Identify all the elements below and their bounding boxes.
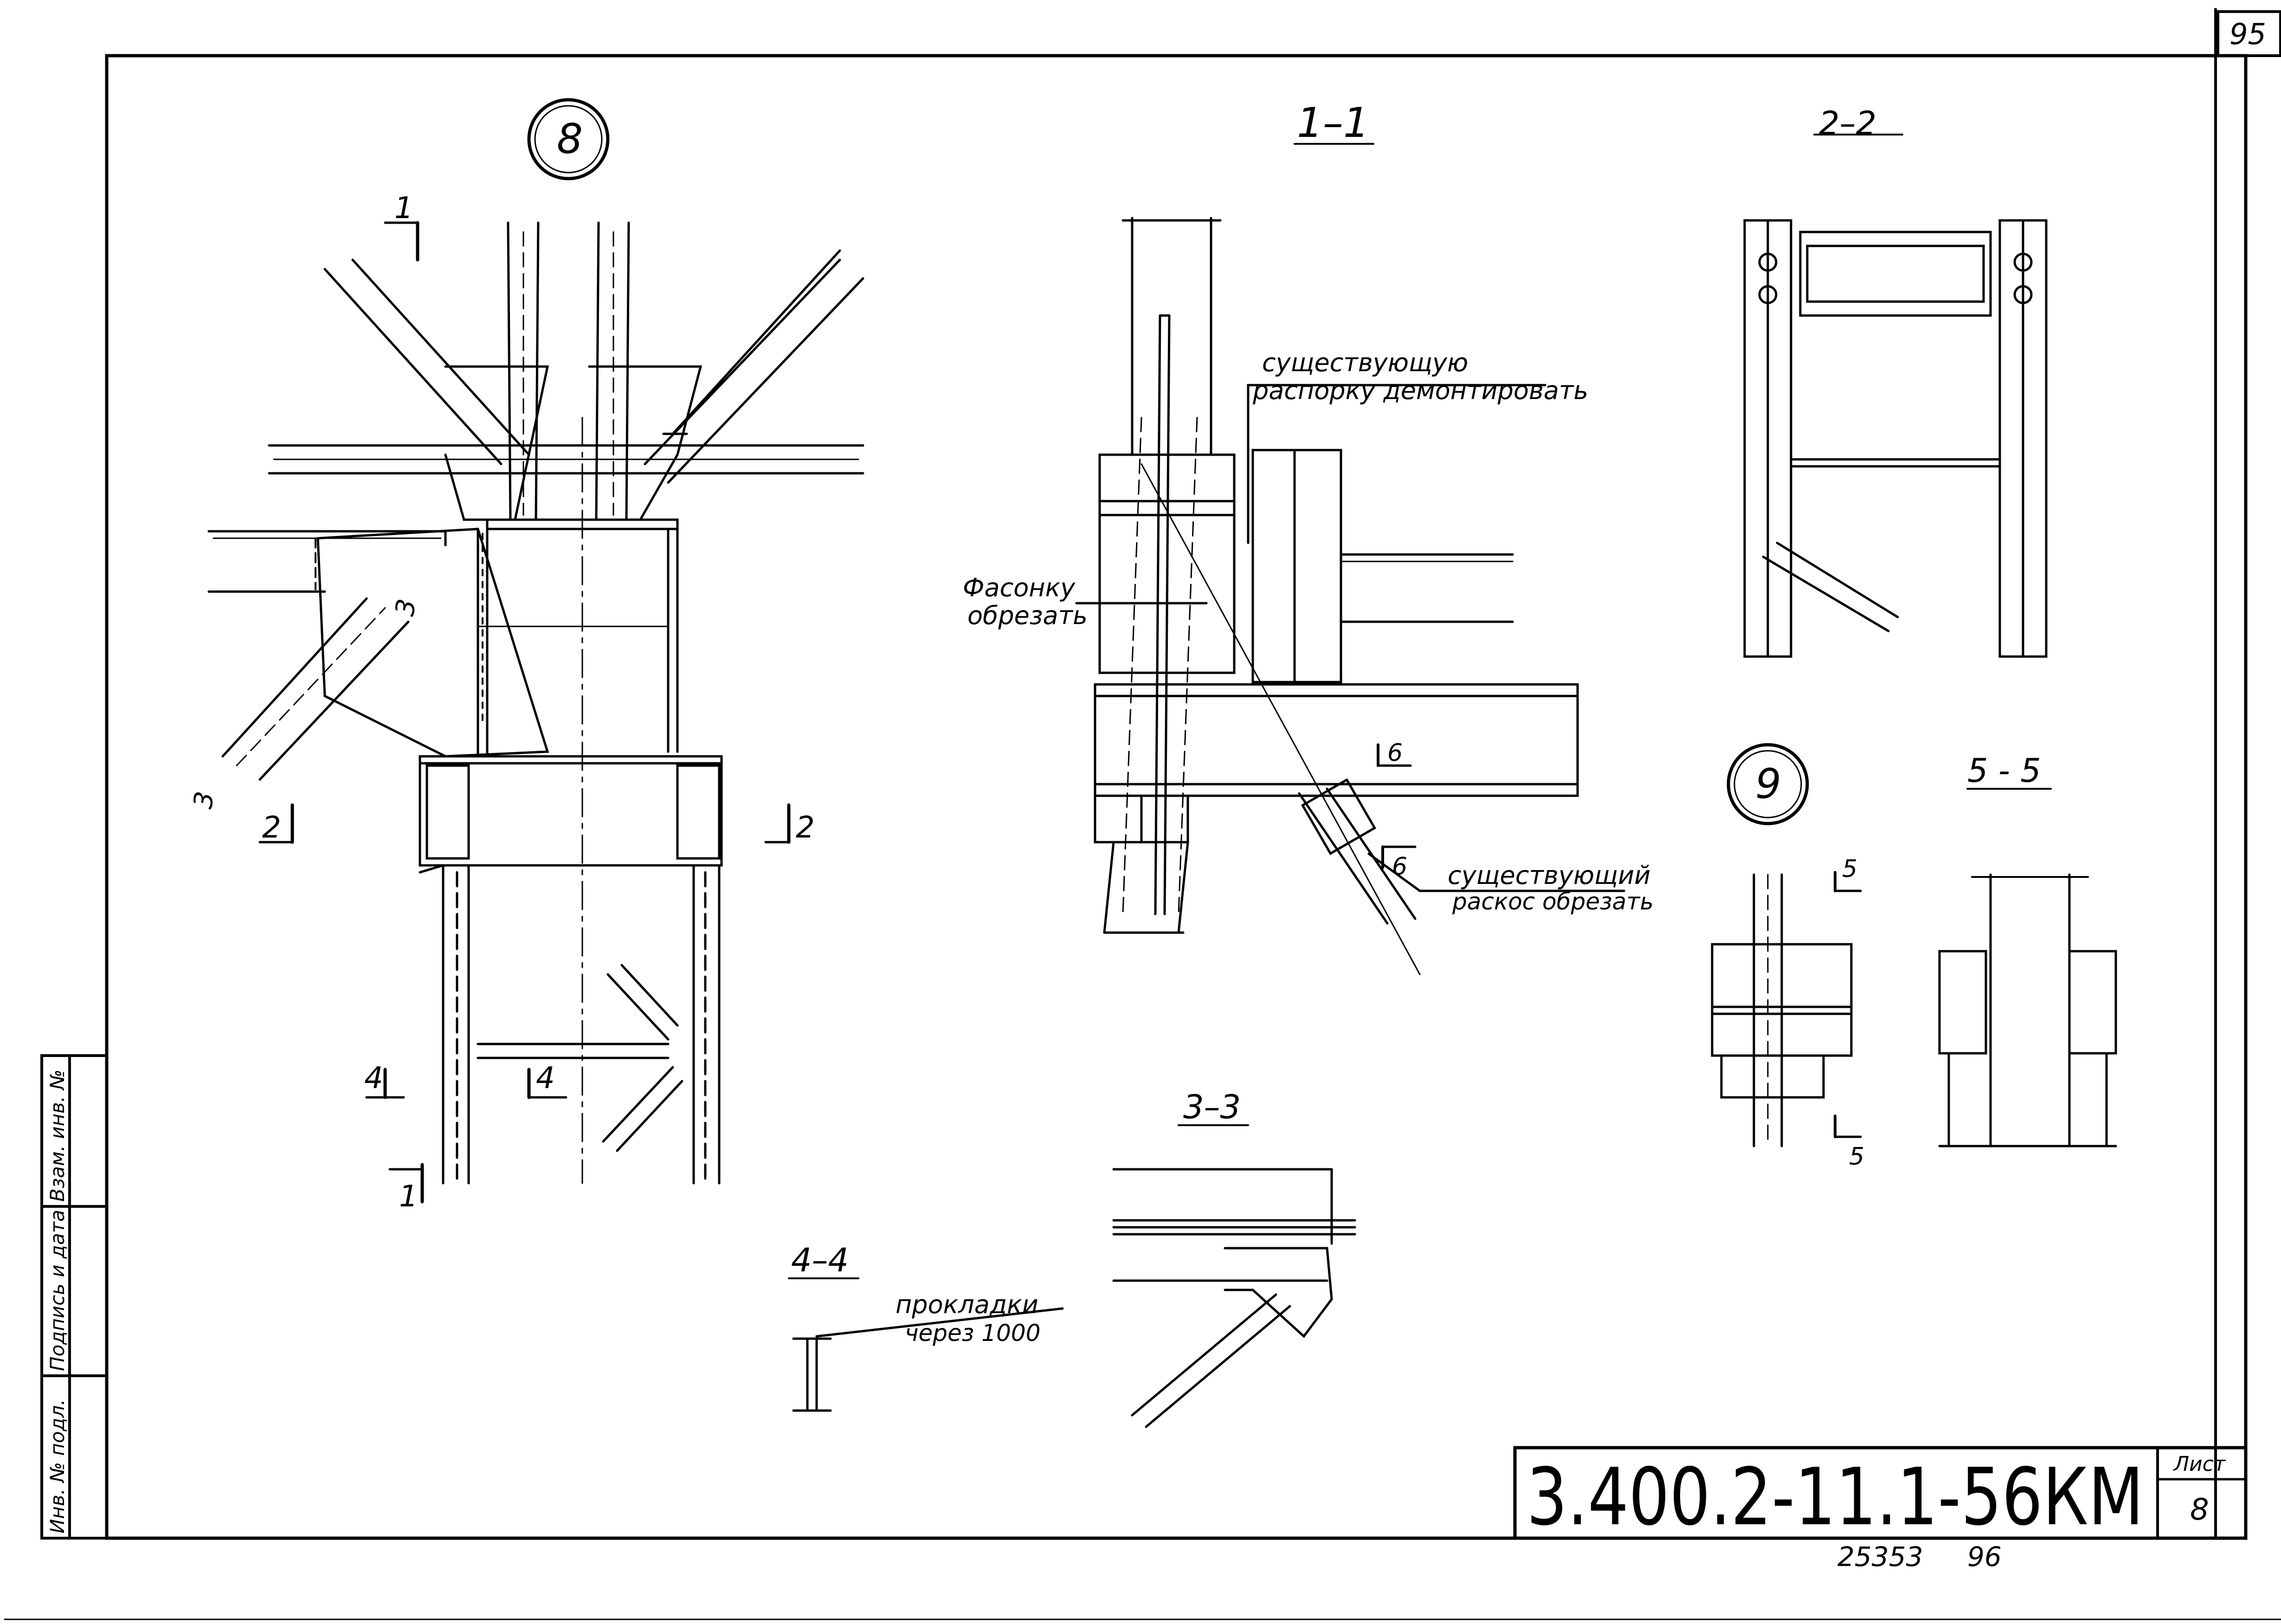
note-brace-line2: раскос обрезать xyxy=(1452,888,1654,915)
note-strut-line2: распорку демонтировать xyxy=(1252,376,1588,405)
sheet-number: 8 xyxy=(2190,1493,2209,1527)
cut-mark-1-bottom: 1 xyxy=(399,1179,418,1214)
cut-mark-6-bottom: 6 xyxy=(1392,853,1407,881)
cut-mark-6-top: 6 xyxy=(1387,739,1403,767)
node8-label: 8 xyxy=(557,115,583,163)
node8-circle xyxy=(527,98,610,180)
node9-circle xyxy=(1727,743,1809,825)
note-pad-line1: прокладки xyxy=(896,1290,1038,1319)
page-number: 95 xyxy=(2229,17,2266,51)
note-gusset-line2: обрезать xyxy=(967,601,1088,630)
cut-mark-3-left: 3 xyxy=(188,789,220,811)
section-2-2-drawing xyxy=(1743,134,2048,658)
drawing-frame xyxy=(105,54,2248,1540)
stamp-inv-no: Инв. № подл. xyxy=(46,1399,69,1534)
cut-mark-1-top: 1 xyxy=(394,191,413,226)
cut-mark-2-right: 2 xyxy=(796,811,815,845)
section-5-5-title: 5 - 5 xyxy=(1967,752,2041,790)
drawing-designation: 3.400.2-11.1-56КМ xyxy=(1527,1451,2144,1543)
page-number-box xyxy=(2217,10,2281,57)
section-1-1-drawing xyxy=(1075,143,1625,975)
cut-mark-4-right: 4 xyxy=(536,1061,555,1096)
node9-label: 9 xyxy=(1755,760,1781,808)
stamp-replaced-inv: Взам. инв. № xyxy=(46,1070,69,1202)
footer-extra: 96 xyxy=(1967,1541,2002,1572)
section-4-4-drawing xyxy=(788,1277,1064,1412)
sheet-label: Лист xyxy=(2173,1452,2226,1476)
note-brace-line1: существующий xyxy=(1448,861,1650,890)
section-2-2-title: 2–2 xyxy=(1819,104,1876,142)
note-gusset-line1: Фасонку xyxy=(963,573,1076,602)
cut-mark-2-left: 2 xyxy=(262,811,281,845)
node8-drawing xyxy=(207,98,864,1204)
cut-mark-4-left: 4 xyxy=(364,1061,383,1096)
note-strut-line1: существующую xyxy=(1262,348,1468,377)
section-3-3-drawing xyxy=(1112,1124,1356,1428)
section-5-5-drawing xyxy=(1938,788,2117,1147)
section-4-4-title: 4–4 xyxy=(791,1241,849,1279)
section-3-3-title: 3–3 xyxy=(1183,1088,1241,1126)
cut-mark-3-right: 3 xyxy=(390,597,422,618)
section-1-1-title: 1–1 xyxy=(1297,99,1369,147)
stamp-signature: Подпись и дата xyxy=(46,1210,69,1371)
footer-number: 25353 xyxy=(1837,1541,1923,1572)
cut-mark-5-top: 5 xyxy=(1842,855,1857,883)
cut-mark-5-bottom: 5 xyxy=(1849,1143,1864,1171)
side-stamp xyxy=(40,1054,108,1540)
title-block xyxy=(1513,1446,2248,1540)
node9-drawing xyxy=(1711,743,1862,1147)
note-pad-line2: через 1000 xyxy=(905,1320,1041,1347)
